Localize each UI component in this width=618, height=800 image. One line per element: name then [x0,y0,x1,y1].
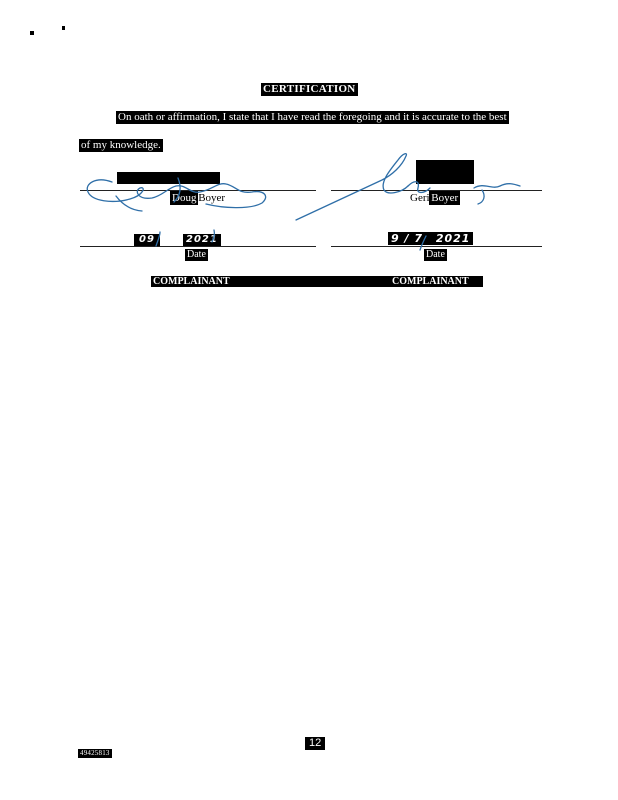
oath-statement-line-2: of my knowledge. [79,139,163,152]
date-written-right: 9 / 7 2021 [388,232,474,245]
complainant-bar [151,276,483,287]
redaction-block [416,160,474,184]
signer-first-name: Doug [170,191,199,205]
certification-title: CERTIFICATION [261,83,358,96]
signature-stroke-right [477,189,485,205]
signature-stroke-right [295,153,409,221]
document-id: 49425813 [78,749,112,758]
date-written-left-part1: 09 [134,234,160,246]
complainant-label-right: COMPLAINANT [392,276,469,287]
signer-last-name: Boyer [429,191,461,205]
signer-name-left: Doug Boyer [170,191,226,205]
date-written-right-part2: 2021 [435,232,471,245]
signature-line-left [80,190,316,191]
signer-name-right: Geri Boyer [410,191,461,205]
redaction-block [117,172,220,184]
signature-stroke-left [115,195,143,212]
oath-statement-line-1: On oath or affirmation, I state that I h… [116,111,509,124]
date-written-right-part1: 9 / 7 [391,232,423,245]
signature-stroke-right [473,183,521,189]
complainant-label-left: COMPLAINANT [153,276,230,287]
date-label-right: Date [424,249,447,261]
signer-first-name: Geri [410,192,430,204]
signer-last-name: Boyer [198,192,226,204]
scan-speck [30,31,34,35]
scan-speck [62,26,65,30]
date-written-left-part2: 2021 [183,234,221,246]
page-number: 12 [305,737,326,750]
signature-line-right [331,190,542,191]
date-line-left [80,246,316,247]
date-label-left: Date [185,249,208,261]
date-line-right [331,246,542,247]
